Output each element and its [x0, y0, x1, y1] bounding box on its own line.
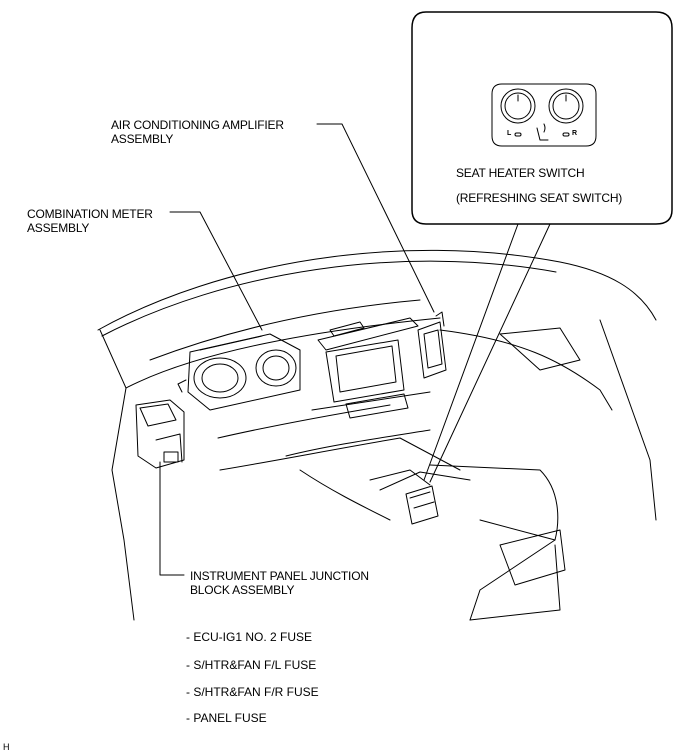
ac-amplifier-label: AIR CONDITIONING AMPLIFIER ASSEMBLY — [111, 118, 284, 146]
left-indicator — [514, 132, 522, 137]
junction-block-label: INSTRUMENT PANEL JUNCTION BLOCK ASSEMBLY — [190, 569, 369, 597]
leader-seat-heater-switch — [423, 223, 519, 481]
leader-combination-meter — [169, 211, 263, 331]
combination-meter-shape — [177, 333, 301, 411]
refreshing-seat-switch-label: (REFRESHING SEAT SWITCH) — [456, 191, 623, 205]
center-display — [317, 317, 419, 419]
leader-ac-amplifier — [316, 123, 435, 313]
left-seat-knob — [500, 88, 536, 124]
fuse-item: - S/HTR&FAN F/L FUSE — [186, 658, 317, 672]
combination-meter-label: COMBINATION METER ASSEMBLY — [27, 207, 153, 235]
right-seat-marking: R — [572, 130, 578, 137]
fuse-item: - PANEL FUSE — [186, 711, 267, 725]
corner-mark: H — [3, 742, 10, 752]
seat-heater-icon — [536, 127, 549, 141]
seat-heater-switch-installed — [405, 485, 439, 525]
right-indicator — [562, 132, 570, 137]
right-seat-knob — [548, 88, 584, 124]
ac-amplifier-shape — [417, 311, 447, 379]
fuse-item: - S/HTR&FAN F/R FUSE — [186, 685, 319, 699]
leader-seat-heater-switch-2 — [429, 223, 551, 483]
leader-junction-block — [159, 461, 185, 576]
callout-box — [411, 11, 673, 225]
seat-heater-switch-label: SEAT HEATER SWITCH — [456, 166, 585, 180]
fuse-item: - ECU-IG1 NO. 2 FUSE — [186, 630, 313, 644]
seat-heater-switch-panel — [491, 83, 597, 147]
dashboard-outline — [97, 249, 657, 621]
left-seat-marking: L — [507, 130, 512, 137]
junction-block-shape — [135, 399, 185, 469]
